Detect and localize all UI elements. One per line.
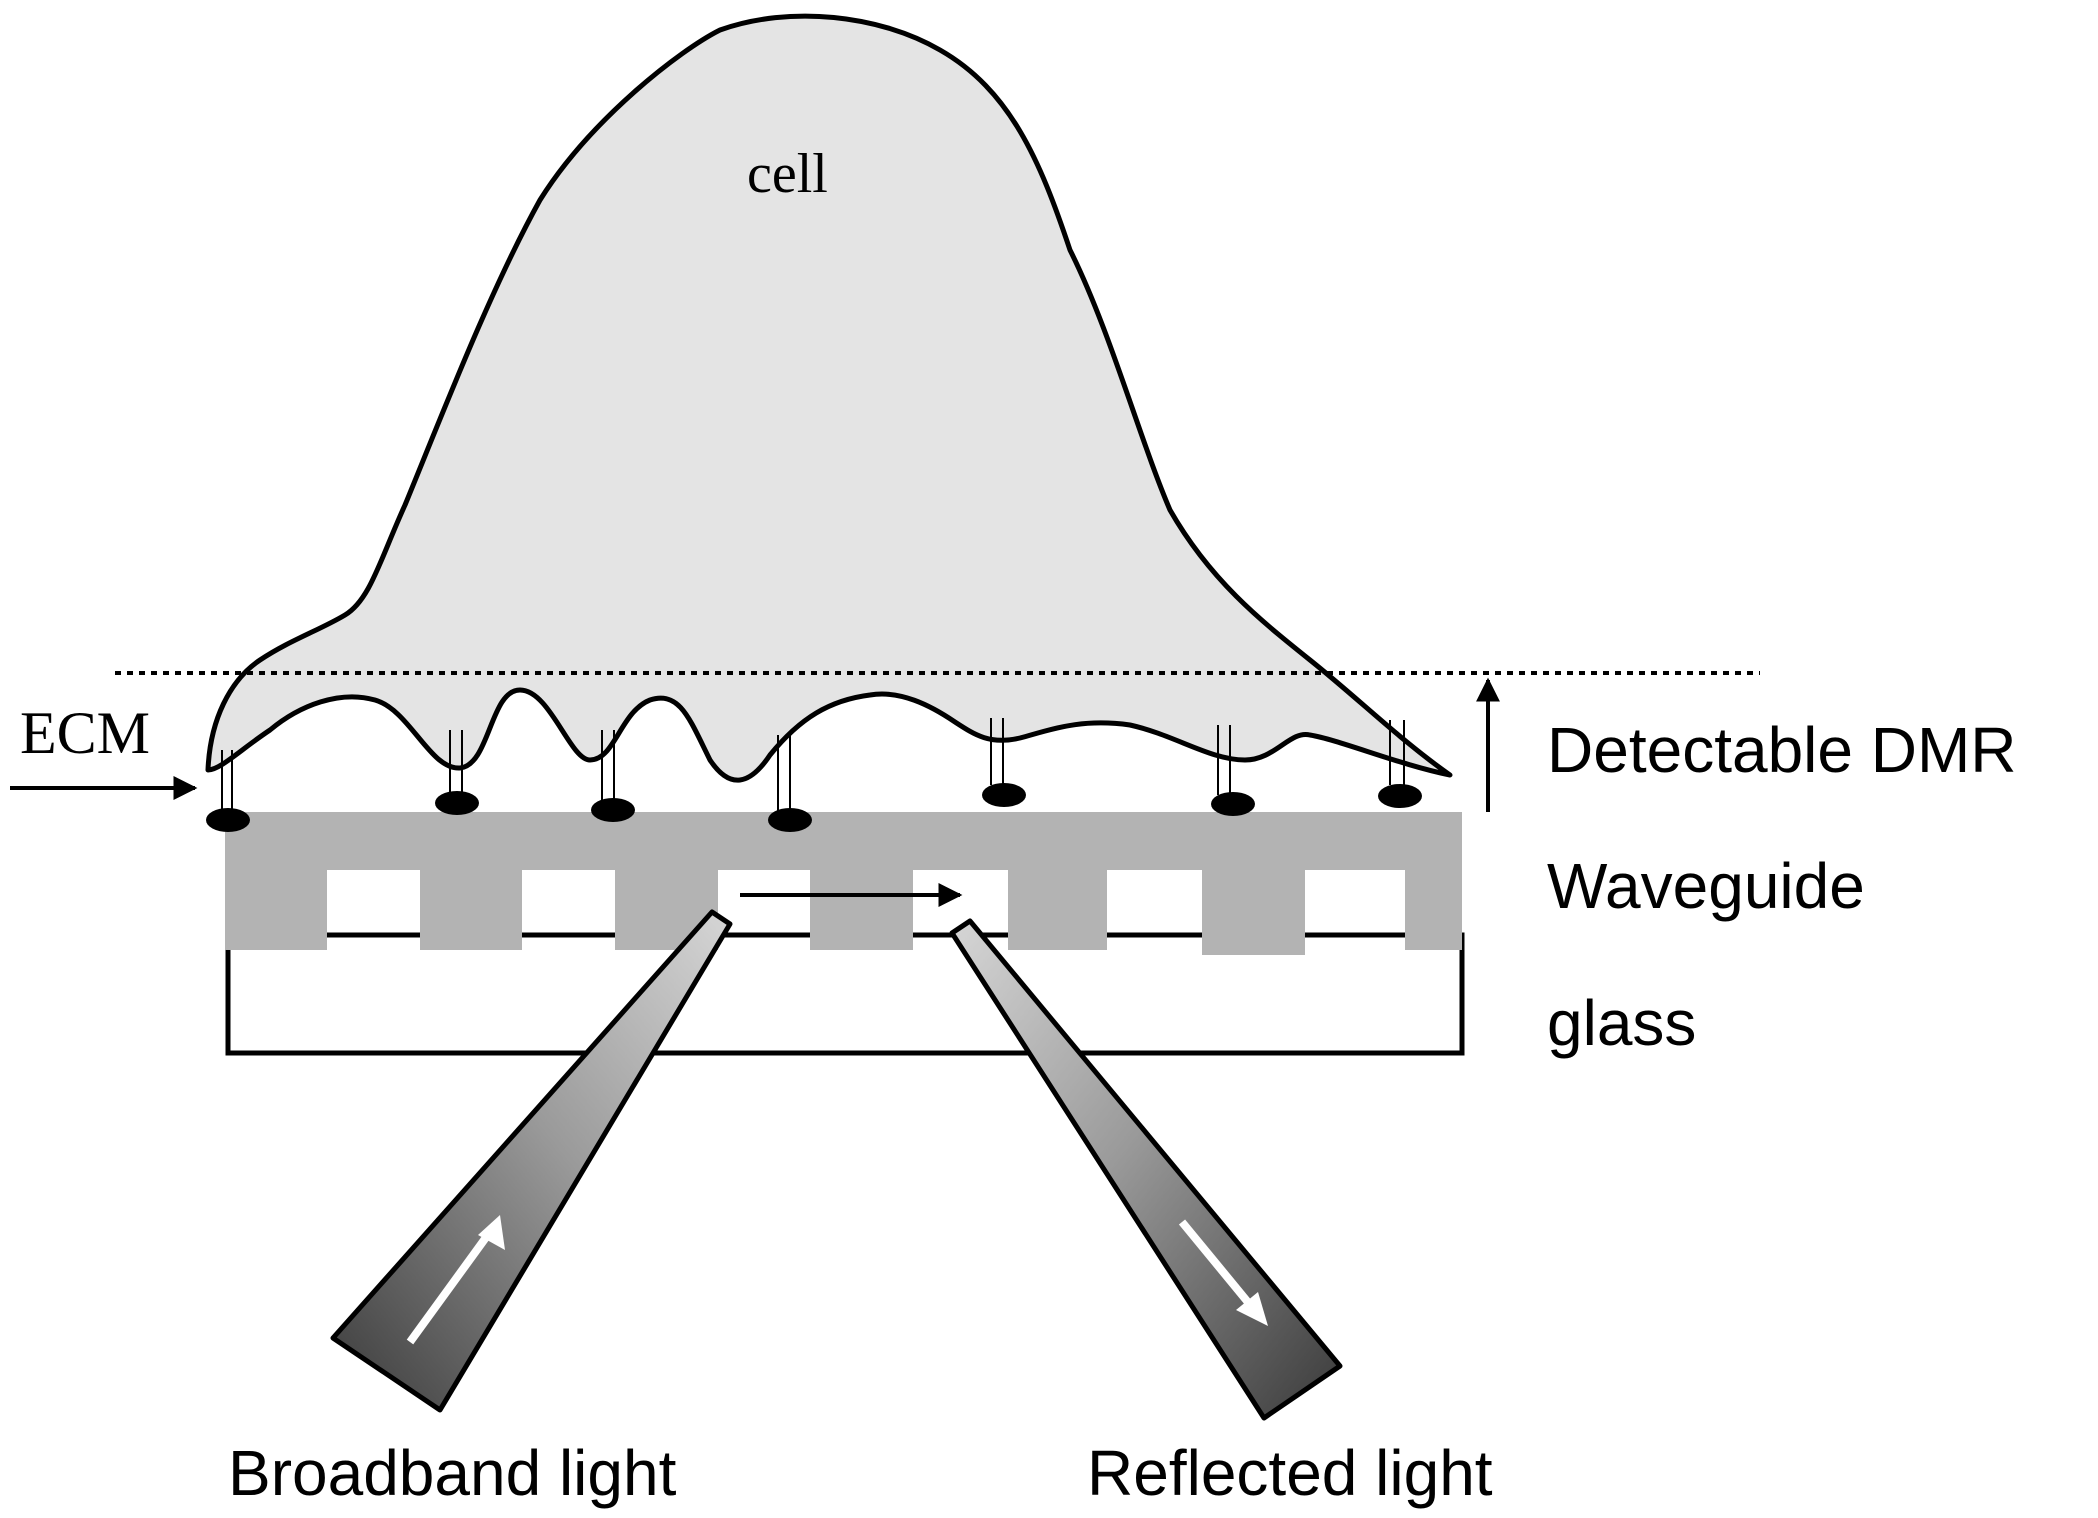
ecm-label: ECM	[20, 700, 150, 766]
detectable-dmr-label: Detectable DMR	[1547, 714, 2017, 786]
reflected-arrowhead	[1236, 1292, 1268, 1326]
glass-label: glass	[1547, 987, 1696, 1059]
reflected-light-beam	[949, 918, 1343, 1421]
waveguide-label: Waveguide	[1547, 850, 1865, 922]
incident-arrowhead	[478, 1215, 505, 1250]
incident-direction-arrow	[406, 1222, 499, 1345]
reflected-direction-arrow	[1178, 1219, 1260, 1315]
ecm-anchors	[221, 718, 1405, 815]
cell-label: cell	[747, 143, 828, 205]
cell-body	[205, 13, 1453, 783]
broadband-light-beam	[330, 909, 733, 1413]
broadband-light-label: Broadband light	[228, 1437, 677, 1509]
waveguide-grating	[225, 812, 1462, 955]
ecm-anchor-ovals	[206, 783, 1422, 832]
reflected-light-label: Reflected light	[1087, 1437, 1493, 1509]
